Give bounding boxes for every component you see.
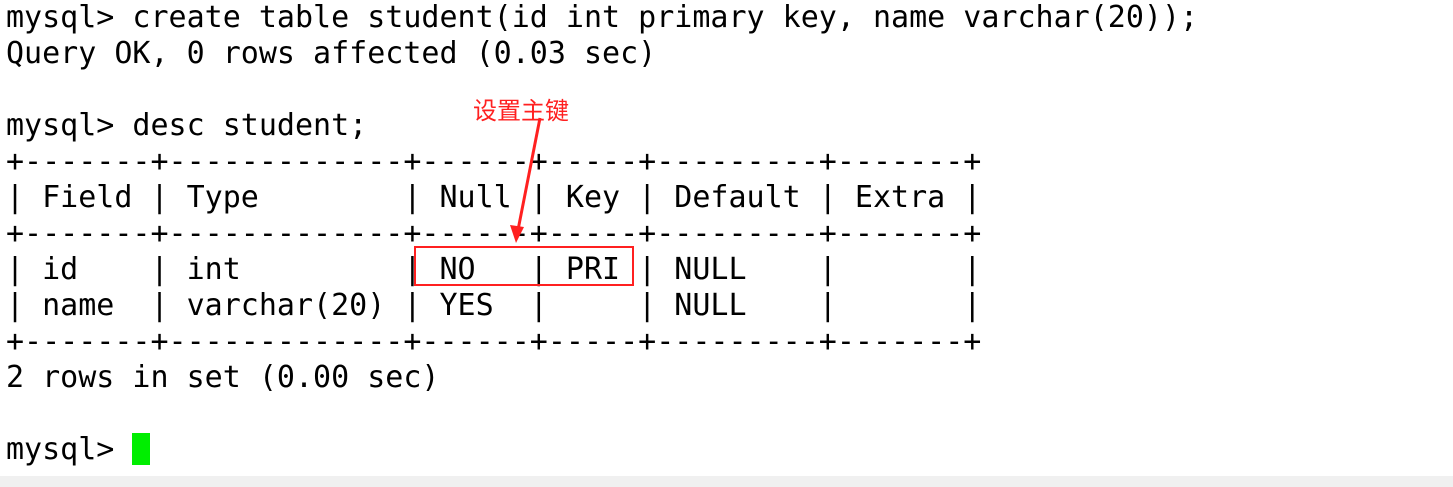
command-line-create-table: mysql> create table student(id int prima… (6, 0, 1199, 35)
table-header-row: | Field | Type | Null | Key | Default | … (6, 180, 982, 215)
table-row-id: | id | int | NO | PRI | NULL | | (6, 252, 982, 287)
annotation-highlight-box (414, 246, 634, 286)
blank-line (6, 72, 1446, 108)
terminal-bottom-strip (0, 476, 1453, 487)
table-border-bottom: +-------+-------------+------+-----+----… (6, 324, 982, 359)
table-border-top: +-------+-------------+------+-----+----… (6, 144, 982, 179)
rows-in-set-message: 2 rows in set (0.00 sec) (6, 360, 440, 395)
prompt-line[interactable]: mysql> (6, 432, 1446, 468)
prompt-text: mysql> (6, 432, 133, 467)
text-cursor (132, 433, 151, 465)
command-line-desc: mysql> desc student; (6, 108, 368, 143)
blank-line (6, 396, 1446, 432)
query-result-message: Query OK, 0 rows affected (0.03 sec) (6, 36, 657, 71)
terminal-output[interactable]: mysql> create table student(id int prima… (6, 0, 1446, 470)
annotation-label: 设置主键 (473, 97, 569, 125)
table-border-header: +-------+-------------+------+-----+----… (6, 216, 982, 251)
table-row-name: | name | varchar(20) | YES | | NULL | | (6, 288, 982, 323)
